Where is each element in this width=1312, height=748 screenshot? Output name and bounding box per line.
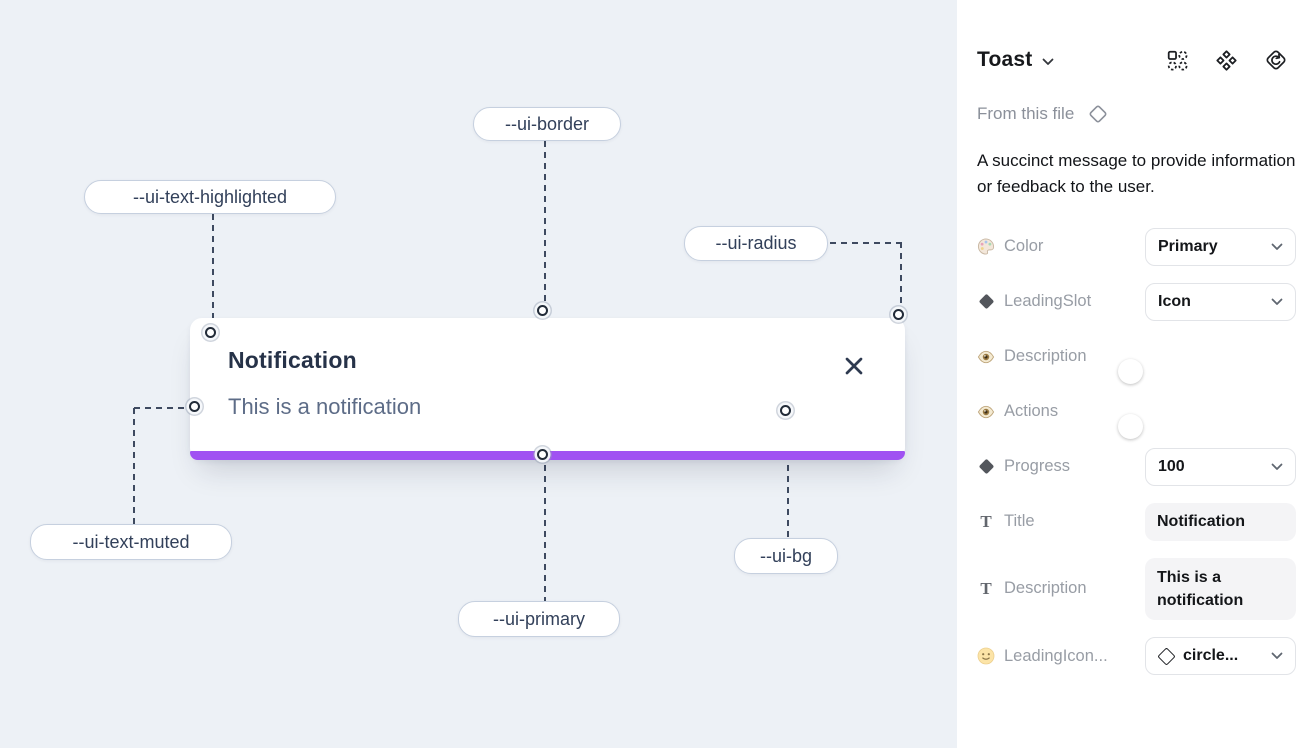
prop-row-leading-slot: LeadingSlot Icon [977,282,1296,321]
prop-row-title: T Title Notification [977,502,1296,541]
chevron-down-icon[interactable] [1042,53,1054,71]
connector-ui-radius-h [830,242,901,244]
component-description: A succinct message to provide informatio… [977,151,1296,197]
prop-row-progress: Progress 100 [977,447,1296,486]
connector-ui-radius-v [900,242,902,309]
anchor-border[interactable] [537,305,548,316]
diamond-icon [977,458,995,475]
connector-ui-text-muted-h [134,407,189,409]
var-label-ui-primary[interactable]: --ui-primary [458,601,620,637]
var-label-ui-text-highlighted[interactable]: --ui-text-highlighted [84,180,336,214]
source-row: From this file [977,102,1296,126]
var-label-ui-bg[interactable]: --ui-bg [734,538,838,574]
connector-ui-text-muted-v [133,408,135,524]
anchor-primary[interactable] [537,449,548,460]
prop-row-description-field: T Description This is a notification [977,557,1296,621]
prop-label-description-toggle: Description [1004,347,1087,366]
connector-ui-text-highlighted [212,214,214,327]
connector-ui-primary [544,465,546,601]
anchor-text-muted[interactable] [189,401,200,412]
var-label-ui-text-muted[interactable]: --ui-text-muted [30,524,232,560]
prop-row-leading-icon: LeadingIcon... circle... [977,637,1296,676]
prop-label-color: Color [1004,237,1044,256]
icon-diamond-glyph [1157,646,1176,666]
color-dropdown[interactable]: Primary [1145,227,1296,266]
panel-header: Toast [977,48,1296,72]
source-label: From this file [977,104,1075,123]
prop-row-description-toggle: Description [977,338,1296,384]
properties-panel: Toast [957,0,1312,748]
anchor-radius[interactable] [893,309,904,320]
eye-icon [977,350,995,364]
prop-row-color: Color Primary [977,227,1296,266]
close-icon[interactable] [843,355,865,377]
props-list: Color Primary LeadingSlot [977,227,1296,676]
connector-ui-bg [787,421,789,538]
text-icon: T [980,578,992,598]
prop-label-progress: Progress [1004,457,1071,476]
toast-description: This is a notification [228,394,422,419]
prop-label-title: Title [1004,512,1035,531]
anchor-text-highlighted[interactable] [205,327,216,338]
connector-ui-border [544,141,546,305]
var-label-ui-border[interactable]: --ui-border [473,107,621,141]
prop-label-actions-toggle: Actions [1004,402,1059,421]
leading-slot-dropdown[interactable]: Icon [1145,282,1296,321]
palette-icon [977,237,995,256]
var-label-ui-radius[interactable]: --ui-radius [684,226,828,261]
file-diamond-icon[interactable] [1086,102,1110,126]
diamond-icon [977,293,995,310]
eye-icon [977,405,995,419]
prop-label-leading-slot: LeadingSlot [1004,292,1092,311]
prop-label-leading-icon: LeadingIcon... [1004,646,1108,665]
progress-dropdown[interactable]: 100 [1145,447,1296,486]
prop-row-actions-toggle: Actions [977,393,1296,439]
text-icon: T [980,511,992,531]
anchor-bg[interactable] [780,405,791,416]
component-icon[interactable] [1215,49,1238,72]
design-canvas[interactable]: Notification This is a notification --ui… [0,0,957,748]
toast-component[interactable]: Notification This is a notification [190,318,905,460]
toast-title: Notification [228,347,357,373]
smiley-icon [977,647,995,665]
description-field[interactable]: This is a notification [1145,557,1296,621]
revert-diamond-icon[interactable] [1264,48,1288,72]
instance-grid-icon[interactable] [1166,49,1189,72]
prop-label-description-field: Description [1004,579,1087,598]
title-field[interactable]: Notification [1145,502,1296,541]
component-title: Toast [977,48,1033,71]
leading-icon-dropdown[interactable]: circle... [1145,637,1296,676]
